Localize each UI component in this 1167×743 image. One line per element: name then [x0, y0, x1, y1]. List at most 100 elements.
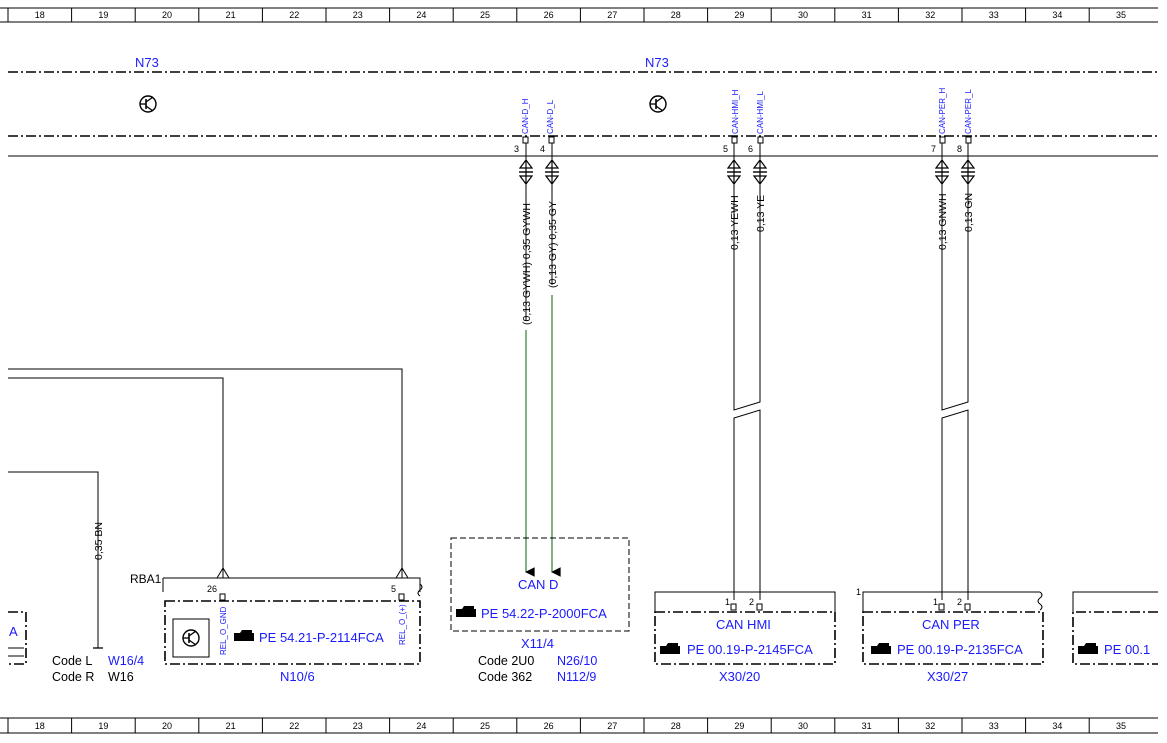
grid-column-number: 22 — [289, 721, 299, 731]
transistor-icon — [139, 95, 157, 113]
wire-label-bn: 0,35 BN — [93, 522, 105, 560]
can-per-name: X30/27 — [927, 669, 968, 684]
wire-label-hmi-h: 0,13 YEWH — [729, 195, 741, 250]
grid-column-number: 18 — [35, 10, 45, 20]
can-hmi-name: X30/20 — [719, 669, 760, 684]
can-d-name: X11/4 — [521, 636, 554, 651]
grid-column-number: 20 — [162, 10, 172, 20]
can-d-module: CAN D PE 54.22-P-2000FCA X11/4 Code 2U0 … — [450, 537, 630, 684]
transistor-icon — [649, 95, 667, 113]
document-pointer-icon[interactable] — [1078, 643, 1098, 654]
wire-label-per-l: 0,13 GN — [963, 193, 975, 232]
grid-column-number: 23 — [353, 10, 363, 20]
pin-number: 4 — [540, 144, 545, 154]
pin-number: 1 — [933, 597, 938, 607]
n10-6-reference-link[interactable]: PE 54.21-P-2114FCA — [259, 630, 384, 645]
wire-label-per-h: 0,13 GNWH — [937, 193, 949, 250]
can-hmi-h-pin: CAN-HMI_H 5 — [723, 89, 740, 154]
grid-column-number: 22 — [289, 10, 299, 20]
grid-column-number: 33 — [989, 10, 999, 20]
can-d-reference-link[interactable]: PE 54.22-P-2000FCA — [481, 606, 607, 621]
signal-rel-gnd: REL_O_GND — [219, 606, 228, 655]
grid-column-number: 28 — [671, 10, 681, 20]
n10-6-name: N10/6 — [280, 669, 315, 684]
rba-label: RBA1 — [130, 572, 162, 586]
grid-column-number: 20 — [162, 721, 172, 731]
n10-6-module: RBA1 26 5 REL_O_GND REL_O_(+) PE 54.21-P… — [130, 567, 423, 684]
grid-column-number: 34 — [1052, 10, 1062, 20]
grid-column-number: 31 — [862, 10, 872, 20]
pin-number: 3 — [514, 144, 519, 154]
code-component: W16/4 — [108, 654, 144, 668]
can-per-h-pin: CAN-PER_H 7 — [931, 88, 947, 154]
right-partial-module: PE 00.1 — [1072, 591, 1158, 665]
pin-signal: CAN-HMI_L — [756, 90, 765, 134]
code-label: Code L — [52, 654, 92, 668]
wire-label-can-d-l: (0,13 GY) 0,35 GY — [547, 201, 559, 288]
twisted-pair-symbol — [733, 395, 761, 425]
document-pointer-icon[interactable] — [234, 630, 254, 641]
wire-rel-plus — [8, 368, 403, 578]
grid-column-number: 29 — [734, 10, 744, 20]
pin-number: 6 — [748, 144, 753, 154]
pin-number: 2 — [957, 597, 962, 607]
can-d-title: CAN D — [518, 577, 558, 592]
can-hmi-title: CAN HMI — [716, 617, 771, 632]
grid-column-number: 18 — [35, 721, 45, 731]
grid-column-number: 30 — [798, 10, 808, 20]
can-per-reference-link[interactable]: PE 00.19-P-2135FCA — [897, 642, 1023, 657]
grid-column-number: 32 — [925, 721, 935, 731]
pin-number: 7 — [931, 144, 936, 154]
code-component: N112/9 — [557, 670, 596, 684]
grid-column-number: 25 — [480, 721, 490, 731]
code-component: W16 — [108, 670, 134, 684]
side-number: 1 — [856, 587, 861, 597]
code-component: N26/10 — [557, 654, 597, 668]
pin-number: 5 — [391, 584, 396, 594]
can-hmi-l-pin: CAN-HMI_L 6 — [748, 90, 765, 154]
document-pointer-icon[interactable] — [660, 643, 680, 654]
can-d-h-pin: CAN-D_H 3 — [514, 98, 530, 154]
code-label: Code R — [52, 670, 94, 684]
pin-number: 1 — [725, 597, 730, 607]
pin-number: 8 — [957, 144, 962, 154]
document-pointer-icon[interactable] — [871, 643, 891, 654]
grid-column-number: 19 — [98, 10, 108, 20]
grid-column-number: 33 — [989, 721, 999, 731]
grid-column-number: 21 — [226, 10, 236, 20]
wire-bn — [8, 471, 99, 648]
grid-column-number: 27 — [607, 10, 617, 20]
transistor-icon — [182, 629, 200, 647]
wire-label-hmi-l: 0,13 YE — [755, 195, 767, 232]
pin-signal: CAN-D_H — [521, 98, 530, 134]
pin-number: 26 — [207, 584, 217, 594]
left-partial-module: A — [8, 611, 27, 665]
can-per-title: CAN PER — [922, 617, 980, 632]
twisted-pair-symbol — [941, 395, 969, 425]
grid-column-number: 32 — [925, 10, 935, 20]
can-per-module: 1 1 2 CAN PER PE 00.19-P-2135FCA X30/27 — [856, 587, 1044, 684]
partial-reference-link[interactable]: PE 00.1 — [1104, 642, 1150, 657]
n73-label-right: N73 — [645, 55, 669, 70]
pin-number: 5 — [723, 144, 728, 154]
grid-column-number: 28 — [671, 721, 681, 731]
code-label: Code 2U0 — [478, 654, 534, 668]
grid-column-number: 24 — [416, 721, 426, 731]
grid-column-number: 26 — [544, 10, 554, 20]
grid-column-number: 21 — [226, 721, 236, 731]
pin-number: 2 — [749, 597, 754, 607]
can-hmi-module: 1 2 CAN HMI PE 00.19-P-2145FCA X30/20 — [654, 591, 836, 684]
grid-column-number: 30 — [798, 721, 808, 731]
document-pointer-icon[interactable] — [456, 606, 476, 617]
grid-column-number: 25 — [480, 10, 490, 20]
rba-bracket — [162, 577, 421, 592]
grid-column-number: 34 — [1052, 721, 1062, 731]
grid-column-number: 35 — [1116, 721, 1126, 731]
can-hmi-reference-link[interactable]: PE 00.19-P-2145FCA — [687, 642, 813, 657]
grid-column-number: 31 — [862, 721, 872, 731]
grid-column-number: 24 — [416, 10, 426, 20]
wire-label-can-d-h: (0,13 GYWH) 0,35 GYWH — [521, 203, 533, 325]
